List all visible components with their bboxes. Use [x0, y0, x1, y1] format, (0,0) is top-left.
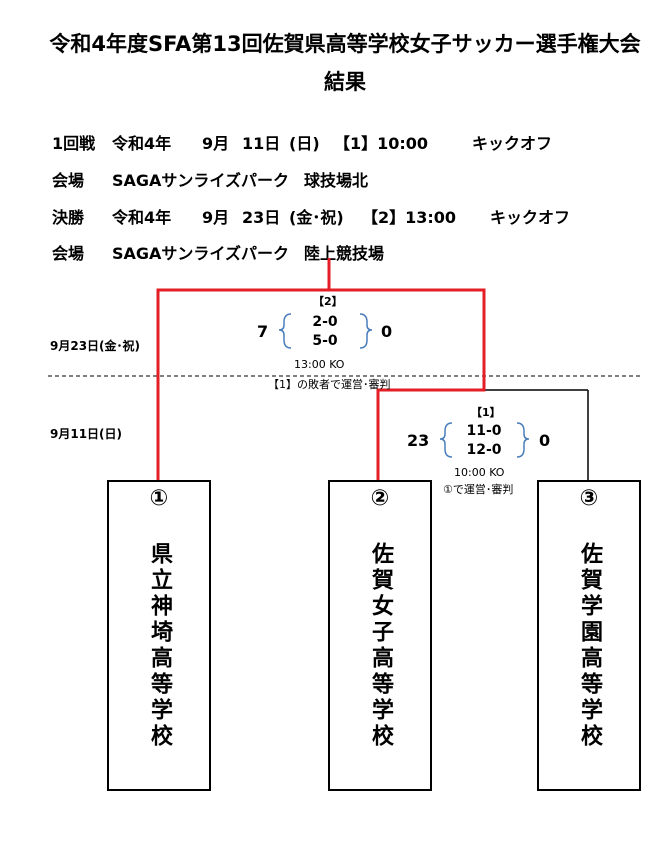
venue-heading: 会場: [52, 244, 85, 263]
final-date-label: 9月23日(金･祝): [50, 339, 141, 353]
team-number: ②: [370, 486, 390, 511]
first-half1-score: 11-0: [466, 423, 502, 439]
weekday-label: (金･祝): [289, 208, 344, 227]
venue-heading: 会場: [52, 171, 85, 190]
era-label: 令和4年: [112, 208, 172, 227]
final-half2-score: 5-0: [312, 333, 338, 349]
first-right-brace: [516, 422, 530, 458]
winner-path: [156, 258, 486, 480]
month-label: 9月: [202, 208, 230, 227]
final-finalist-path: [329, 288, 486, 480]
team-box-3: ③ 佐賀学園高等学校: [537, 480, 641, 791]
field-name: 陸上競技場: [304, 244, 385, 263]
first-half2-score: 12-0: [466, 442, 502, 458]
team-number: ①: [149, 486, 169, 511]
final-left-total: 7: [257, 322, 269, 341]
team-box-1: ① 県立神埼高等学校: [107, 480, 211, 791]
first-left-total: 23: [407, 431, 430, 450]
weekday-label: (日): [289, 134, 320, 153]
final-game-label: 【2】: [313, 295, 343, 308]
team-name: 佐賀学園高等学校: [577, 542, 602, 750]
final-kickoff: 13:00 KO: [294, 358, 345, 371]
kickoff-label: キックオフ: [490, 208, 571, 227]
round-label: 決勝: [52, 208, 85, 227]
first-left-brace: [439, 422, 453, 458]
venue-name: SAGAサンライズパーク: [112, 244, 289, 263]
final-referee-note: 【1】の敗者で運営･審判: [268, 378, 391, 391]
champion-path: [156, 258, 331, 480]
venue-name: SAGAサンライズパーク: [112, 171, 289, 190]
page-title: 令和4年度SFA第13回佐賀県高等学校女子サッカー選手権大会: [49, 32, 641, 56]
round-label: 1回戦: [52, 134, 96, 153]
match-time: 【2】13:00: [362, 208, 457, 227]
field-name: 球技場北: [304, 171, 369, 190]
team-name: 県立神埼高等学校: [147, 542, 172, 750]
first-referee-note: ①で運営･審判: [443, 483, 514, 496]
team-name: 佐賀女子高等学校: [368, 542, 393, 750]
first-game-label: 【1】: [471, 406, 501, 419]
era-label: 令和4年: [112, 134, 172, 153]
team-number: ③: [579, 486, 599, 511]
day-label: 11日: [242, 134, 281, 153]
match-time: 【1】10:00: [334, 134, 429, 153]
first-round-date-label: 9月11日(日): [50, 427, 123, 441]
page-subtitle: 結果: [324, 70, 366, 94]
day-label: 23日: [242, 208, 281, 227]
final-left-brace: [278, 313, 292, 349]
final-right-total: 0: [381, 322, 393, 341]
final-right-brace: [359, 313, 373, 349]
first-kickoff: 10:00 KO: [454, 466, 505, 479]
first-right-total: 0: [539, 431, 551, 450]
team-box-2: ② 佐賀女子高等学校: [328, 480, 432, 791]
final-half1-score: 2-0: [312, 314, 338, 330]
kickoff-label: キックオフ: [472, 134, 553, 153]
month-label: 9月: [202, 134, 230, 153]
